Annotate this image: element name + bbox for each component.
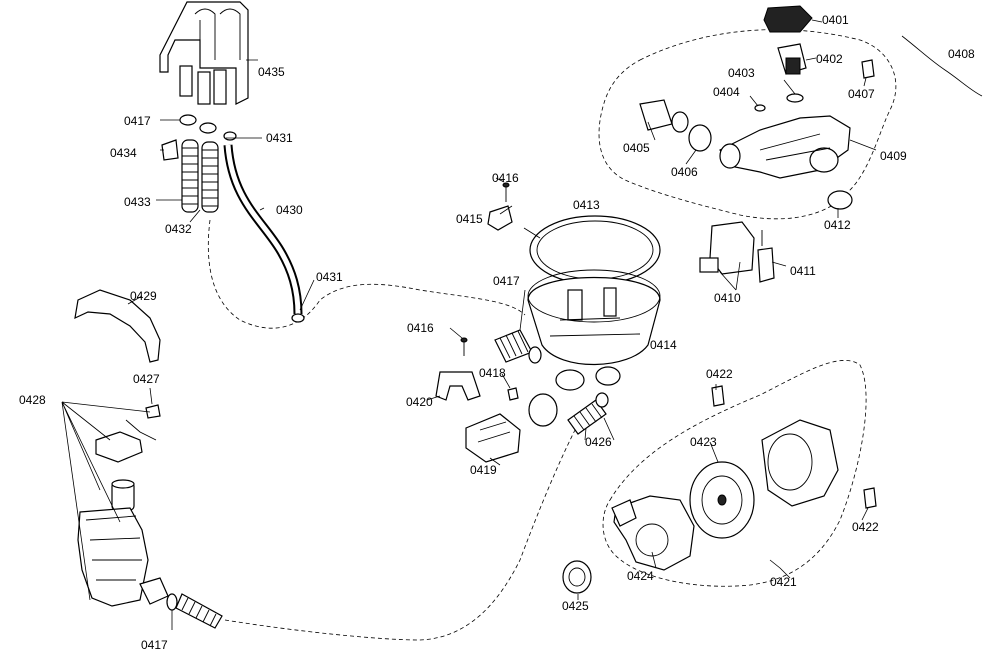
part-label-0410: 0410 <box>714 291 741 305</box>
part-0417-ring-lower <box>166 593 178 611</box>
part-label-0427: 0427 <box>133 372 160 386</box>
part-0417-spring <box>494 329 533 363</box>
part-label-0424: 0424 <box>627 569 654 583</box>
part-0430-drain-hose-inner <box>225 144 301 315</box>
part-label-0409: 0409 <box>880 149 907 163</box>
part-label-0426: 0426 <box>585 435 612 449</box>
part-label-0431a: 0431 <box>266 131 293 145</box>
part-label-0401: 0401 <box>822 13 849 27</box>
part-ring-mid-large <box>528 393 558 427</box>
part-0425-grommet <box>562 560 592 594</box>
part-label-0418: 0418 <box>479 366 506 380</box>
group-outline-0409 <box>598 29 897 220</box>
part-label-0415: 0415 <box>456 212 483 226</box>
part-0413-seal <box>529 215 661 285</box>
part-0405 <box>639 99 689 133</box>
part-hose-lower <box>175 593 223 629</box>
group-outline-0421 <box>602 360 867 587</box>
part-0411 <box>757 247 775 283</box>
part-0422 <box>711 385 725 407</box>
part-0414-sump <box>527 269 661 391</box>
part-0420-bracket <box>435 371 481 401</box>
part-label-0413: 0413 <box>573 198 600 212</box>
part-0417-ring-mid <box>528 346 542 364</box>
part-label-0420: 0420 <box>406 395 433 409</box>
part-0412-clamp <box>827 190 853 210</box>
part-label-0417b: 0417 <box>493 274 520 288</box>
part-0415-bracket <box>487 205 513 231</box>
part-0417-ring-2 <box>199 122 217 134</box>
part-0421-motor <box>761 419 839 507</box>
part-0404-ring <box>754 104 766 112</box>
part-label-0406: 0406 <box>671 165 698 179</box>
part-0431-clip <box>223 131 237 141</box>
part-label-0405: 0405 <box>623 141 650 155</box>
part-0402 <box>777 43 807 75</box>
part-0432-hose <box>201 141 219 213</box>
part-0423-impeller <box>689 461 755 539</box>
part-label-0434: 0434 <box>110 146 137 160</box>
part-label-0407: 0407 <box>848 87 875 101</box>
part-0426-hose <box>567 392 609 435</box>
part-label-0419: 0419 <box>470 463 497 477</box>
part-label-0425: 0425 <box>562 599 589 613</box>
part-label-0408: 0408 <box>948 47 975 61</box>
part-label-0414: 0414 <box>650 338 677 352</box>
part-label-0430: 0430 <box>276 203 303 217</box>
part-label-0412: 0412 <box>824 218 851 232</box>
part-0433-hose <box>181 139 199 213</box>
part-label-0416b: 0416 <box>407 321 434 335</box>
hose-route-lower <box>224 429 576 641</box>
part-label-0432: 0432 <box>165 222 192 236</box>
hose-route-upper <box>207 219 526 329</box>
part-0406-ring <box>688 124 712 152</box>
part-0416-screw-2 <box>460 337 468 356</box>
part-label-0417a: 0417 <box>124 114 151 128</box>
part-label-0428: 0428 <box>19 393 46 407</box>
part-0416-screw <box>502 182 510 202</box>
part-label-0416a: 0416 <box>492 171 519 185</box>
part-label-0411: 0411 <box>790 264 816 278</box>
part-0435-cover <box>159 1 249 105</box>
part-label-0404: 0404 <box>713 85 740 99</box>
part-0401 <box>763 5 813 33</box>
part-0410 <box>699 221 755 275</box>
part-0422-2 <box>863 487 877 509</box>
part-label-0422b: 0422 <box>852 520 879 534</box>
part-label-0421: 0421 <box>770 575 797 589</box>
part-0429-cover <box>74 289 161 363</box>
part-0427 <box>145 404 161 419</box>
part-label-0422a: 0422 <box>706 367 733 381</box>
part-0418 <box>507 387 519 401</box>
part-label-0402: 0402 <box>816 52 843 66</box>
part-label-0433: 0433 <box>124 195 151 209</box>
part-0409-valve-assembly <box>719 115 851 179</box>
part-0408-wire <box>901 35 983 97</box>
leader-lines <box>61 19 877 630</box>
part-0417-ring <box>179 114 197 126</box>
part-0431-clip-lower <box>291 313 305 323</box>
part-0403-ring <box>786 93 804 103</box>
part-label-0429: 0429 <box>130 289 157 303</box>
part-0407 <box>861 59 875 79</box>
part-0419-valve <box>465 413 521 463</box>
label-layer: 0401 0402 0403 0404 0405 0406 0407 0408 0409 0410… <box>19 13 975 652</box>
part-label-0435: 0435 <box>258 65 285 79</box>
part-0428-assembly <box>77 419 169 607</box>
part-label-0431b: 0431 <box>316 270 343 284</box>
part-label-0423: 0423 <box>690 435 717 449</box>
part-label-0403: 0403 <box>728 66 755 80</box>
part-0434-clip <box>161 139 179 161</box>
part-0424-pump-housing <box>611 495 695 571</box>
part-label-0417c: 0417 <box>141 638 168 652</box>
